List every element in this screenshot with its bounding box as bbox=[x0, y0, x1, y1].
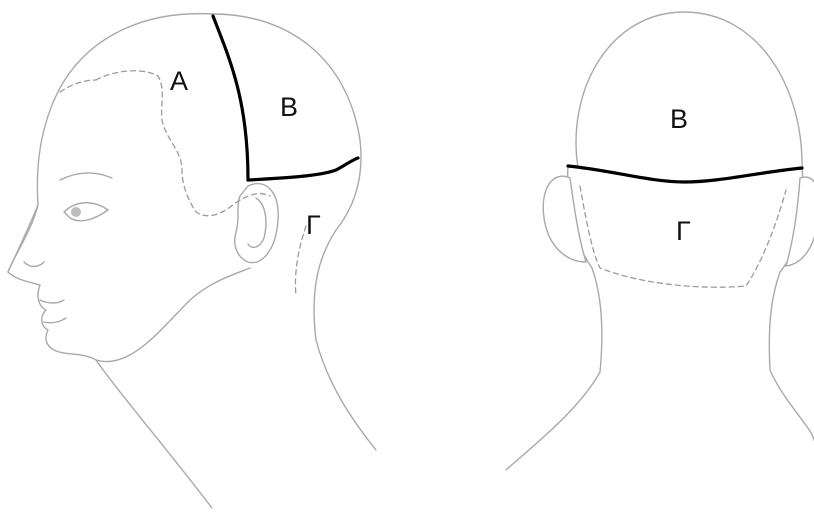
back-head-outline bbox=[576, 12, 802, 170]
side-eyebrow bbox=[60, 173, 112, 180]
back-ear-right-icon bbox=[786, 177, 814, 266]
side-boundary-b-g bbox=[248, 158, 358, 180]
back-boundary-b-g bbox=[568, 166, 802, 182]
back-ear-left-icon bbox=[543, 176, 586, 262]
side-boundary-a-b bbox=[213, 16, 248, 180]
side-nape-hairline bbox=[295, 226, 306, 296]
side-hairline-front bbox=[60, 80, 96, 92]
side-zone-b-label: B bbox=[280, 92, 298, 122]
side-ear-icon bbox=[235, 184, 278, 263]
side-zone-a-label: A bbox=[170, 66, 188, 96]
side-nose bbox=[8, 205, 44, 272]
side-jaw-outline bbox=[96, 268, 250, 362]
side-zone-g-label: Г bbox=[306, 210, 321, 240]
back-zone-g-label: Г bbox=[676, 216, 691, 246]
side-eye-icon bbox=[64, 203, 108, 221]
back-view: B Г bbox=[506, 12, 814, 470]
side-pupil bbox=[71, 207, 81, 217]
side-view: A B Г bbox=[8, 14, 376, 508]
back-zone-b-label: B bbox=[670, 104, 688, 134]
